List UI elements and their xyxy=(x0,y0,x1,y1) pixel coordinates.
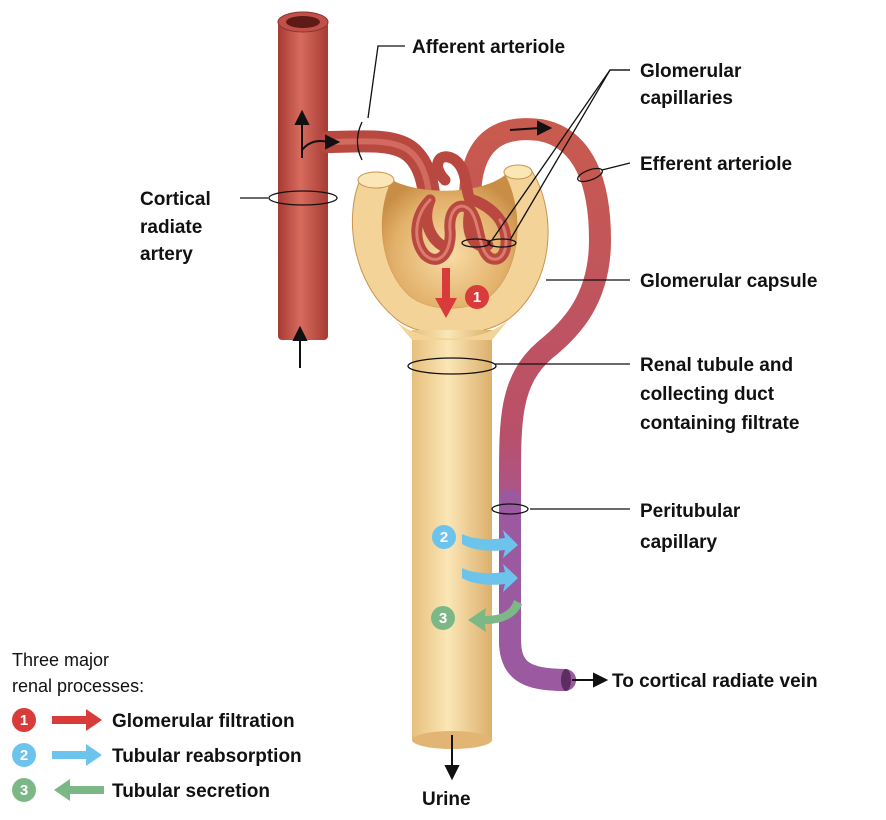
svg-text:Afferent arteriole: Afferent arteriole xyxy=(412,37,565,58)
svg-text:Tubular secretion: Tubular secretion xyxy=(112,781,270,802)
legend-title-line2: renal processes: xyxy=(12,676,144,696)
svg-text:Glomerular filtration: Glomerular filtration xyxy=(112,711,295,732)
badge-secretion: 3 xyxy=(431,606,455,630)
legend-title-line1: Three major xyxy=(12,650,109,670)
svg-text:1: 1 xyxy=(20,712,28,729)
svg-text:1: 1 xyxy=(473,289,481,306)
badge-reabsorption: 2 xyxy=(432,525,456,549)
svg-text:radiate: radiate xyxy=(140,217,202,238)
leader-lines xyxy=(240,45,631,515)
svg-text:Tubular reabsorption: Tubular reabsorption xyxy=(112,746,302,767)
svg-text:Peritubular: Peritubular xyxy=(640,501,741,522)
label-glomerular-capillaries: Glomerular capillaries xyxy=(640,61,742,109)
legend-item-secretion: 3 Tubular secretion xyxy=(12,778,270,802)
svg-text:To cortical radiate vein: To cortical radiate vein xyxy=(612,671,818,692)
legend-item-reabsorption: 2 Tubular reabsorption xyxy=(12,743,302,767)
svg-text:2: 2 xyxy=(20,747,28,764)
svg-text:3: 3 xyxy=(439,610,447,627)
peritubular-capillary xyxy=(499,489,576,691)
svg-text:containing filtrate: containing filtrate xyxy=(640,413,799,434)
svg-text:capillaries: capillaries xyxy=(640,88,733,109)
legend: Three major renal processes: 1 Glomerula… xyxy=(12,650,302,802)
svg-text:Glomerular capsule: Glomerular capsule xyxy=(640,271,817,292)
svg-text:Efferent arteriole: Efferent arteriole xyxy=(640,154,792,175)
label-afferent-arteriole: Afferent arteriole xyxy=(412,37,565,58)
svg-text:Renal tubule and: Renal tubule and xyxy=(640,355,793,376)
svg-text:collecting duct: collecting duct xyxy=(640,384,775,405)
svg-text:Urine: Urine xyxy=(422,789,471,810)
legend-item-filtration: 1 Glomerular filtration xyxy=(12,708,295,732)
reabsorption-arrows xyxy=(462,530,518,592)
secretion-arrow xyxy=(468,600,522,632)
cortical-radiate-artery xyxy=(277,11,329,340)
svg-text:artery: artery xyxy=(140,244,193,265)
label-efferent-arteriole: Efferent arteriole xyxy=(640,154,792,175)
label-renal-tubule: Renal tubule and collecting duct contain… xyxy=(640,355,799,434)
label-cortical-radiate-artery: Cortical radiate artery xyxy=(140,189,211,265)
svg-text:3: 3 xyxy=(20,782,28,799)
svg-text:2: 2 xyxy=(440,529,448,546)
flow-arrows xyxy=(292,109,609,781)
filtration-arrow xyxy=(435,268,457,318)
label-urine: Urine xyxy=(422,789,471,810)
svg-text:Glomerular: Glomerular xyxy=(640,61,742,82)
label-glomerular-capsule: Glomerular capsule xyxy=(640,271,817,292)
label-to-vein: To cortical radiate vein xyxy=(612,671,818,692)
svg-text:Cortical: Cortical xyxy=(140,189,211,210)
label-peritubular-capillary: Peritubular capillary xyxy=(640,501,741,553)
svg-text:capillary: capillary xyxy=(640,532,718,553)
badge-filtration: 1 xyxy=(465,285,489,309)
